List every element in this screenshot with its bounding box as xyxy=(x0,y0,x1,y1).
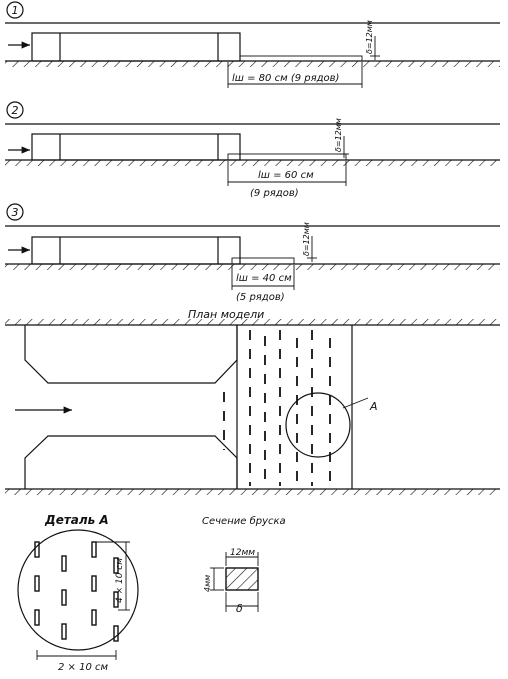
variant-1-length-label: lш = 80 см (9 рядов) xyxy=(232,73,339,84)
plan-model-upper xyxy=(24,325,238,384)
variant-2-profile: 2 δ=12мм lш = 60 см (9 рядов) xyxy=(5,101,500,199)
variant-1-number: 1 xyxy=(12,4,19,17)
variant-3-model-body xyxy=(31,236,241,265)
variant-2-bed-hatch xyxy=(5,160,500,166)
variant-3-length-label: lш = 40 см xyxy=(236,273,292,284)
variant-2-number-circle xyxy=(6,101,24,119)
detail-vertical-dim: 4 × 10 см xyxy=(115,558,125,603)
variant-1-bed-hatch xyxy=(5,61,500,67)
plan-detail-marker: A xyxy=(369,400,378,413)
section-width-label: 12мм xyxy=(230,548,255,558)
variant-2-rows-label: (9 рядов) xyxy=(250,188,299,199)
variant-1-delta-label: δ=12мм xyxy=(365,20,374,54)
detail-horizontal-dim: 2 × 10 см xyxy=(58,662,109,673)
variant-3-profile: 3 δ=12мм lш = 40 см (5 рядов) xyxy=(5,203,500,303)
detail-title: Деталь А xyxy=(44,513,109,527)
plan-detail-circle xyxy=(285,392,351,458)
variant-2-length-label: lш = 60 см xyxy=(258,170,314,181)
detail-a: Деталь А 4 × 10 см 2 × 10 см xyxy=(17,513,139,673)
variant-3-number: 3 xyxy=(12,206,19,219)
variant-2-model-body xyxy=(31,133,241,161)
section-bar xyxy=(225,567,259,591)
variant-3-delta-label: δ=12мм xyxy=(302,222,311,256)
detail-bars xyxy=(34,541,119,642)
variant-1-riffle-zone xyxy=(239,55,363,62)
plan-title: План модели xyxy=(188,308,264,321)
variant-1-model-body xyxy=(31,32,241,62)
variant-3-rows-label: (5 рядов) xyxy=(236,292,285,303)
variant-1-number-circle xyxy=(6,1,24,19)
variant-2-riffle-zone xyxy=(227,153,347,161)
plan-view: План модели A xyxy=(5,308,500,495)
variant-2-delta-label: δ=12мм xyxy=(334,118,343,152)
variant-1-profile: 1 δ=12мм lш = 80 см (9 рядов) xyxy=(5,1,500,88)
plan-riffle-bars xyxy=(223,330,331,486)
plan-model-lower xyxy=(24,435,238,489)
variant-3-number-circle xyxy=(6,203,24,221)
detail-circle xyxy=(17,529,139,651)
section-height-label: 4мм xyxy=(203,575,212,592)
section-title: Сечение бруска xyxy=(202,515,286,527)
variant-2-number: 2 xyxy=(12,104,19,117)
variant-3-riffle-zone xyxy=(231,257,295,265)
bar-section: Сечение бруска 12мм 4мм δ xyxy=(202,515,286,615)
variant-3-bed-hatch xyxy=(5,264,500,270)
section-delta-label: δ xyxy=(236,602,243,615)
